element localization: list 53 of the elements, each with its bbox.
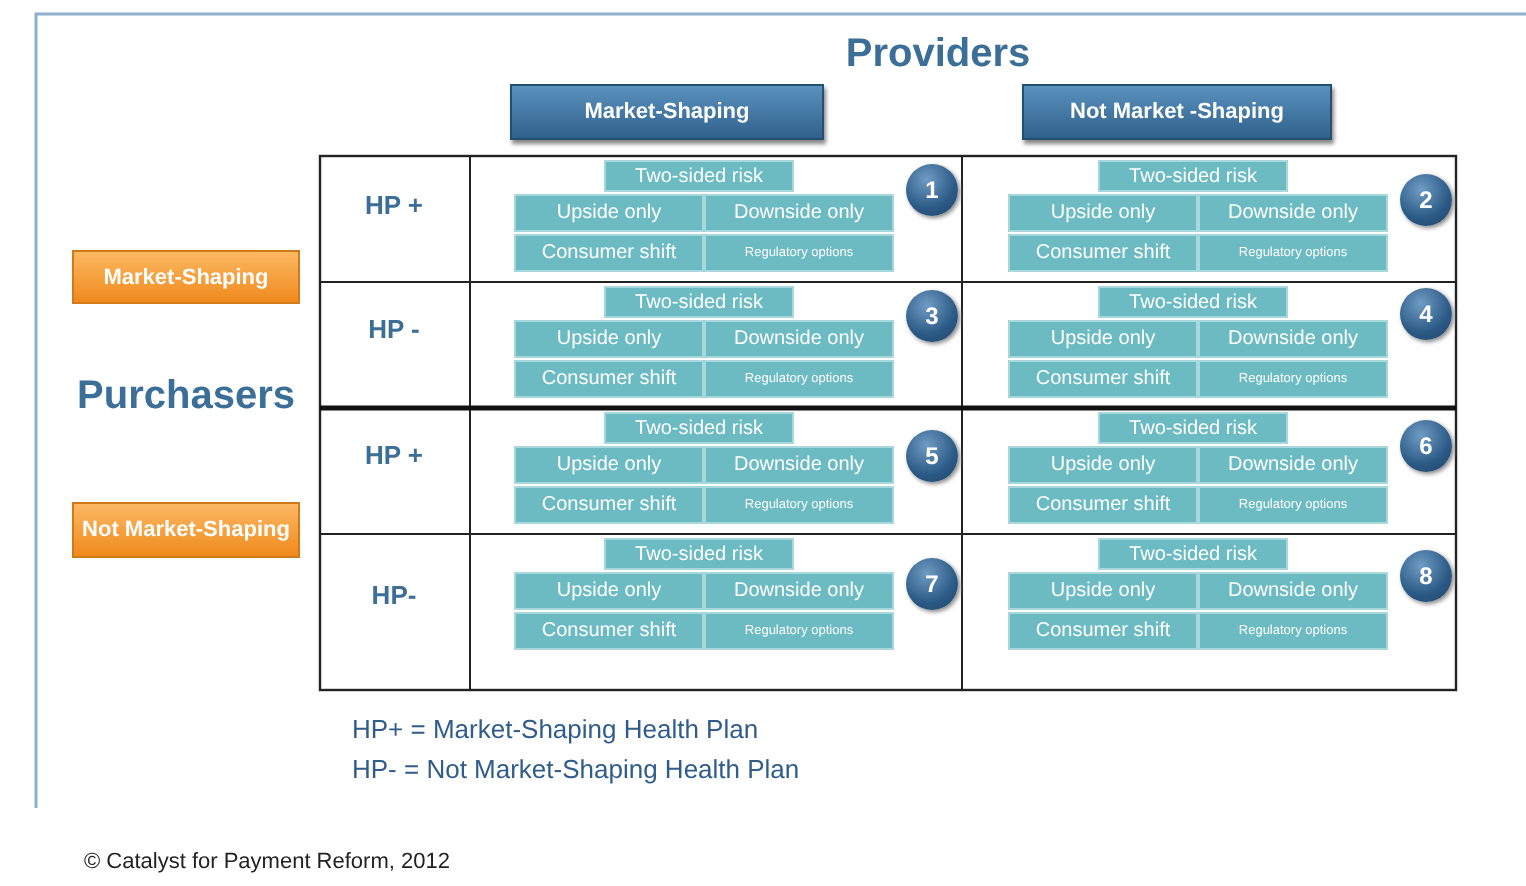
risk-box: Downside only (704, 446, 894, 484)
number-circle: 1 (906, 164, 958, 216)
number-circle: 5 (906, 430, 958, 482)
risk-box: Two-sided risk (604, 538, 794, 570)
heading: Purchasers (77, 374, 295, 420)
risk-box: Consumer shift (514, 612, 704, 650)
risk-box: Consumer shift (514, 486, 704, 524)
risk-box: Consumer shift (1008, 234, 1198, 272)
number-circle: 2 (1400, 174, 1452, 226)
row-label: HP + (364, 190, 424, 220)
risk-box: Upside only (514, 572, 704, 610)
risk-box: Downside only (1198, 572, 1388, 610)
note: HP- = Not Market-Shaping Health Plan (352, 754, 800, 784)
risk-box: Two-sided risk (604, 286, 794, 318)
risk-box: Consumer shift (514, 234, 704, 272)
number-circle: 7 (906, 558, 958, 610)
risk-box: Upside only (514, 320, 704, 358)
risk-box: Upside only (514, 446, 704, 484)
row-header-button: Not Market-Shaping (72, 502, 300, 558)
risk-box: Downside only (1198, 320, 1388, 358)
number-circle: 4 (1400, 288, 1452, 340)
number-circle: 3 (906, 290, 958, 342)
risk-box: Downside only (704, 320, 894, 358)
risk-box: Two-sided risk (1098, 538, 1288, 570)
risk-box: Downside only (704, 572, 894, 610)
risk-box: Upside only (514, 194, 704, 232)
risk-box: Consumer shift (514, 360, 704, 398)
risk-box: Two-sided risk (1098, 286, 1288, 318)
risk-box: Upside only (1008, 194, 1198, 232)
risk-box: Consumer shift (1008, 486, 1198, 524)
column-header-button: Not Market -Shaping (1022, 84, 1332, 140)
risk-box: Downside only (1198, 194, 1388, 232)
risk-box: Consumer shift (1008, 360, 1198, 398)
risk-box: Downside only (704, 194, 894, 232)
column-header-button: Market-Shaping (510, 84, 824, 140)
risk-box: Two-sided risk (604, 160, 794, 192)
risk-box: Upside only (1008, 572, 1198, 610)
risk-box: Consumer shift (1008, 612, 1198, 650)
risk-box: Two-sided risk (1098, 412, 1288, 444)
row-label: HP - (368, 314, 420, 344)
row-label: HP- (371, 580, 417, 610)
risk-box: Upside only (1008, 446, 1198, 484)
copyright-note: © Catalyst for Payment Reform, 2012 (84, 850, 450, 874)
number-circle: 8 (1400, 550, 1452, 602)
risk-box: Two-sided risk (1098, 160, 1288, 192)
risk-box: Downside only (1198, 446, 1388, 484)
heading: Providers (845, 32, 1031, 78)
row-label: HP + (364, 440, 424, 470)
risk-box: Two-sided risk (604, 412, 794, 444)
number-circle: 6 (1400, 420, 1452, 472)
note: HP+ = Market-Shaping Health Plan (352, 714, 759, 744)
row-header-button: Market-Shaping (72, 250, 300, 304)
risk-box: Upside only (1008, 320, 1198, 358)
